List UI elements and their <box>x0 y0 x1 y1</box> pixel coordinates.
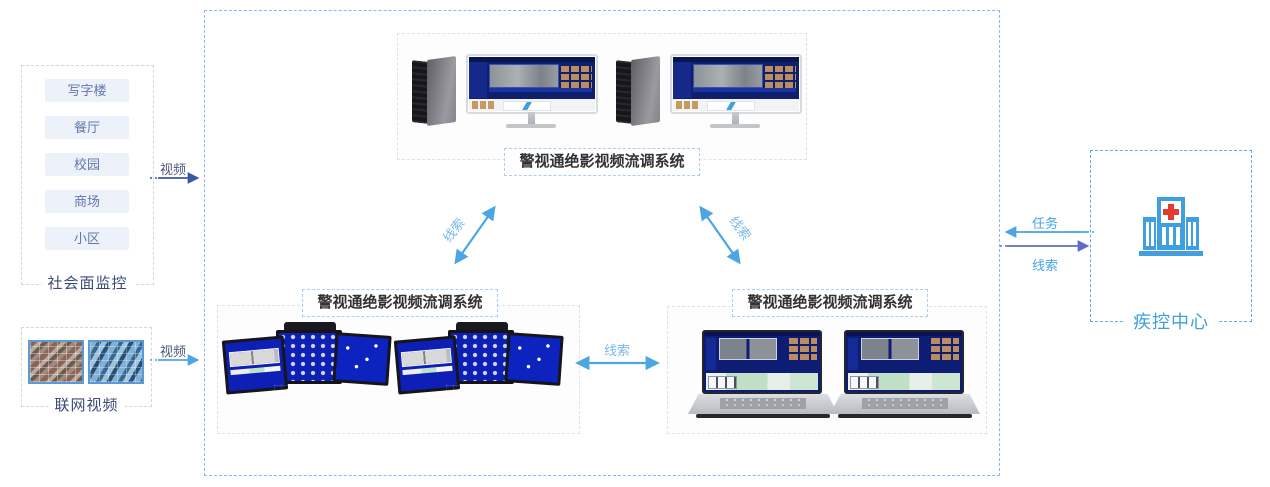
source-item-restaurant: 餐厅 <box>45 116 129 139</box>
edge-label-clue-to-cdc: 线索 <box>1032 258 1059 273</box>
network-video-title: 联网视频 <box>48 394 125 415</box>
source-item-community: 小区 <box>45 227 129 250</box>
desktop-workstation-image <box>408 52 598 132</box>
portable-workstation-image <box>393 322 564 422</box>
edge-label-video-top: 视频 <box>160 162 187 177</box>
source-item-office: 写字楼 <box>45 79 129 102</box>
platform-boundary-box <box>204 10 1000 476</box>
edge-label-clue-horizontal: 线索 <box>604 343 631 358</box>
hospital-icon <box>1139 195 1203 262</box>
cdc-title: 疾控中心 <box>1125 308 1217 334</box>
source-item-campus: 校园 <box>45 153 129 176</box>
laptop-image <box>688 330 838 422</box>
desktop-workstation-image <box>612 52 802 132</box>
edge-label-task: 任务 <box>1032 216 1059 231</box>
system-right-label: 警视通绝影视频流调系统 <box>732 289 928 317</box>
monitoring-panel-title: 社会面监控 <box>41 272 134 293</box>
video-wall-thumbnail-2 <box>88 340 144 384</box>
edge-label-video-bottom: 视频 <box>160 344 187 359</box>
monitor-icon <box>466 54 598 114</box>
source-item-mall: 商场 <box>45 190 129 213</box>
system-top-label: 警视通绝影视频流调系统 <box>504 148 700 176</box>
tower-pc-icon <box>412 55 458 127</box>
portable-workstation-image <box>221 322 392 422</box>
monitor-icon <box>670 54 802 114</box>
cdc-panel: 疾控中心 <box>1090 150 1252 334</box>
network-video-panel: 联网视频 <box>21 327 152 415</box>
system-left-label: 警视通绝影视频流调系统 <box>302 289 498 317</box>
video-wall-thumbnail-1 <box>28 340 84 384</box>
tower-pc-icon <box>616 55 662 127</box>
monitoring-sources-panel: 写字楼 餐厅 校园 商场 小区 社会面监控 <box>21 65 154 293</box>
laptop-image <box>830 330 980 422</box>
